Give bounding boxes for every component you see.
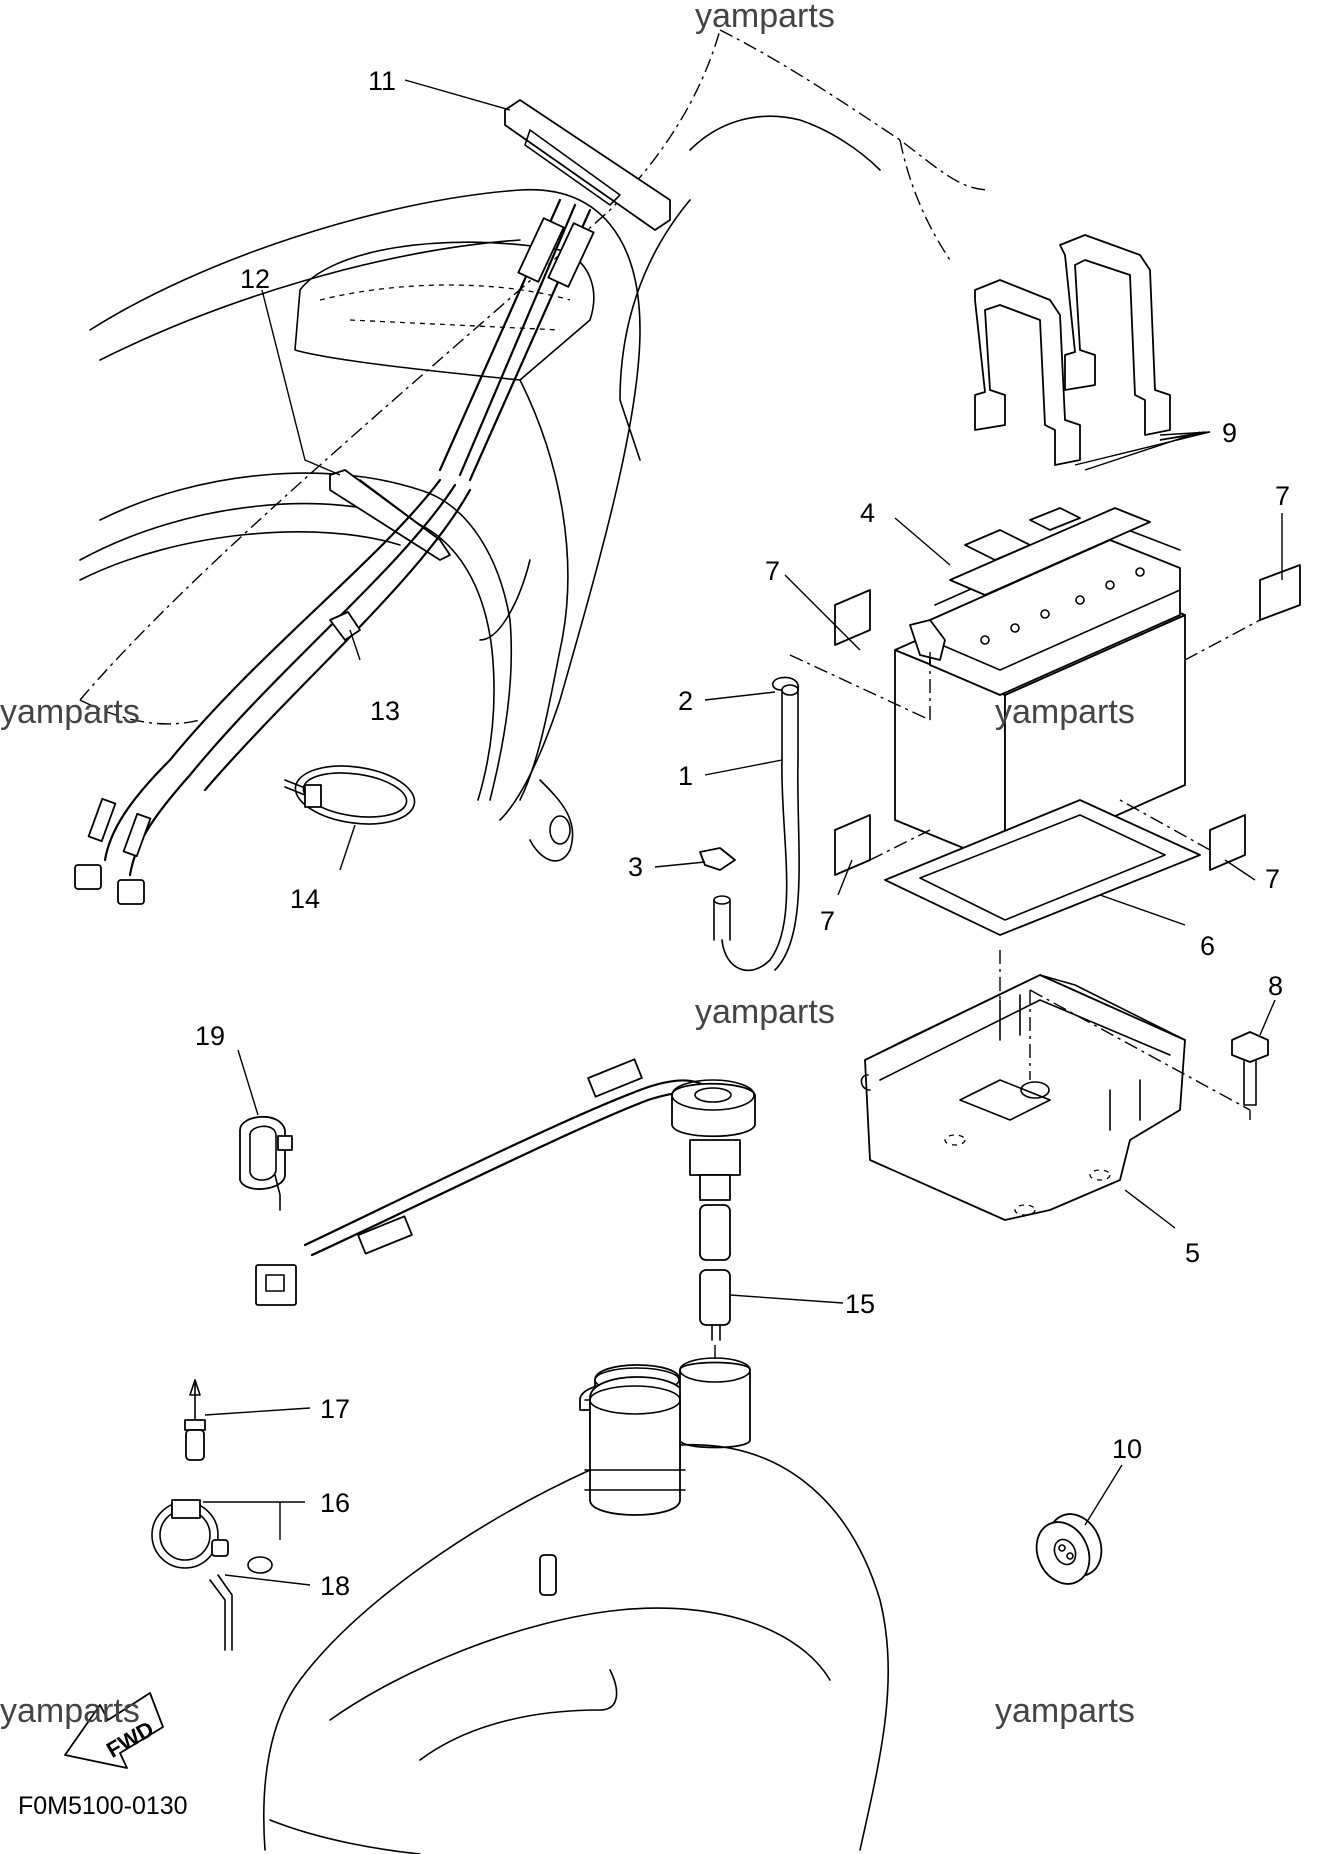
part-6-battery-pad bbox=[884, 799, 1201, 936]
callout-15: 15 bbox=[845, 1289, 875, 1319]
callout-9: 9 bbox=[1222, 418, 1237, 448]
part-8-bolt bbox=[1231, 1031, 1269, 1120]
part-15-sender bbox=[255, 1058, 756, 1390]
callout-7d: 7 bbox=[1265, 864, 1280, 894]
callout-6: 6 bbox=[1200, 931, 1215, 961]
callout-13: 13 bbox=[370, 696, 400, 726]
part-9-battery-bands bbox=[974, 234, 1171, 466]
part-10-grommet bbox=[1035, 1513, 1103, 1585]
part-12-bracket bbox=[329, 469, 451, 561]
part-14-cable-tie bbox=[284, 765, 416, 825]
callout-numbers: 11 12 13 14 9 4 7 7 2 1 3 7 7 6 8 5 19 1… bbox=[195, 66, 1290, 1601]
callout-5: 5 bbox=[1185, 1238, 1200, 1268]
watermark-top: yamparts bbox=[695, 0, 835, 35]
callout-7a: 7 bbox=[765, 556, 780, 586]
part-11-plate bbox=[438, 99, 671, 482]
callout-10: 10 bbox=[1112, 1434, 1142, 1464]
watermark-bottom-left: yamparts bbox=[0, 1692, 140, 1730]
part-7-pads bbox=[834, 564, 1301, 876]
callout-1: 1 bbox=[678, 761, 693, 791]
callout-14: 14 bbox=[290, 884, 320, 914]
hull-outline bbox=[79, 29, 991, 725]
callout-4: 4 bbox=[860, 498, 875, 528]
diagram-code: F0M5100-0130 bbox=[18, 1792, 188, 1820]
callout-8: 8 bbox=[1268, 971, 1283, 1001]
part-19-clamp bbox=[239, 1115, 293, 1211]
callout-17: 17 bbox=[320, 1394, 350, 1424]
leader-lines bbox=[203, 79, 1283, 1586]
callout-7b: 7 bbox=[1275, 481, 1290, 511]
callout-12: 12 bbox=[240, 264, 270, 294]
callout-19: 19 bbox=[195, 1021, 225, 1051]
part-16-18-clamp bbox=[151, 1379, 273, 1651]
part-13-clip bbox=[329, 611, 361, 641]
callout-3: 3 bbox=[628, 852, 643, 882]
callout-16: 16 bbox=[320, 1488, 350, 1518]
watermark-bottom-right: yamparts bbox=[995, 1692, 1135, 1730]
part-1-3-tube bbox=[699, 676, 800, 972]
watermark-center: yamparts bbox=[695, 993, 835, 1031]
callout-7c: 7 bbox=[820, 906, 835, 936]
deck-body bbox=[79, 115, 881, 862]
assembly-lines bbox=[789, 619, 1261, 1111]
watermarks: yamparts yamparts yamparts yamparts yamp… bbox=[0, 0, 1135, 1730]
fuel-tank bbox=[262, 1357, 890, 1854]
callout-11: 11 bbox=[368, 66, 396, 96]
part-4-battery bbox=[894, 507, 1186, 866]
watermark-left: yamparts bbox=[0, 693, 140, 731]
callout-18: 18 bbox=[320, 1571, 350, 1601]
callout-2: 2 bbox=[678, 686, 693, 716]
part-5-battery-box bbox=[860, 974, 1186, 1221]
wire-harness bbox=[74, 478, 472, 905]
watermark-right: yamparts bbox=[995, 693, 1135, 731]
